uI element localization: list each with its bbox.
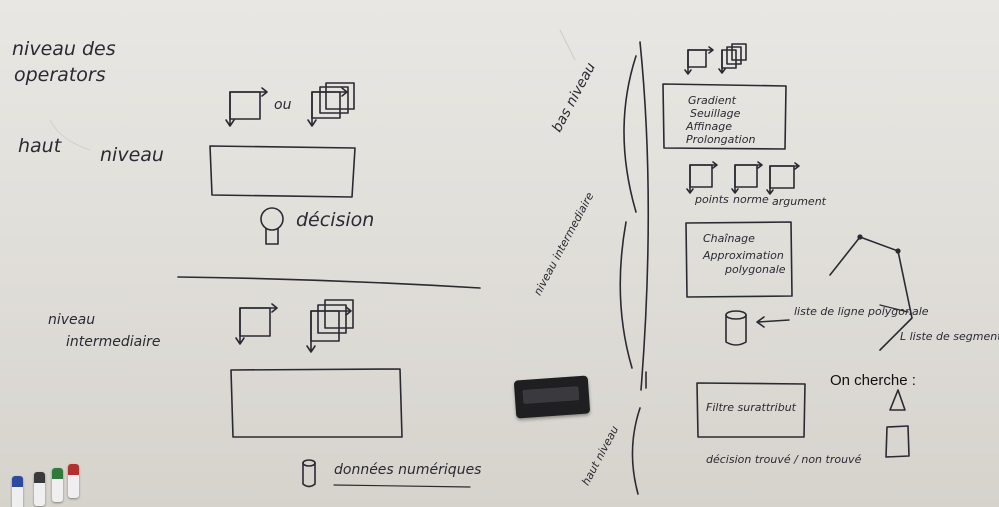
operator-box bbox=[209, 145, 356, 198]
label-ou: ou bbox=[274, 97, 292, 113]
marker bbox=[34, 472, 45, 506]
marker bbox=[12, 476, 23, 507]
label-argument: argument bbox=[772, 195, 826, 208]
step-box bbox=[696, 382, 806, 438]
label-decision: décision bbox=[296, 209, 375, 231]
step-filtre: Filtre surattribut bbox=[706, 401, 796, 414]
bracket-line bbox=[619, 221, 633, 369]
triangle-shape bbox=[889, 389, 906, 411]
bracket-line bbox=[631, 407, 641, 495]
image-stack-icon bbox=[306, 299, 354, 353]
image-stack-icon bbox=[718, 43, 747, 74]
square-shape bbox=[885, 425, 910, 458]
step-box bbox=[662, 83, 787, 150]
marker bbox=[68, 464, 79, 498]
image-icon bbox=[731, 161, 763, 194]
bracket-line bbox=[639, 41, 650, 391]
marker bbox=[52, 468, 63, 502]
label-points: points bbox=[695, 193, 729, 206]
label-liste-lignes: liste de ligne polygonale bbox=[794, 305, 929, 318]
database-icon bbox=[302, 459, 316, 488]
label-decision-trouve: décision trouvé / non trouvé bbox=[706, 453, 862, 466]
step-box bbox=[685, 221, 793, 298]
heading-operators: operators bbox=[14, 64, 106, 86]
bracket-line bbox=[623, 55, 637, 213]
step-gradient: Gradient bbox=[688, 94, 736, 107]
step-seuillage: Seuillage bbox=[690, 107, 741, 120]
label-intermediaire: intermediaire bbox=[66, 334, 161, 350]
label-haut: haut bbox=[18, 135, 62, 157]
label-on-cherche: On cherche : bbox=[830, 372, 916, 389]
heading-niveau: niveau des bbox=[12, 38, 116, 60]
label-norme: norme bbox=[733, 193, 769, 206]
step-prolongation: Prolongation bbox=[686, 133, 756, 146]
label-intermediate-niveau: niveau bbox=[48, 312, 96, 328]
database-icon bbox=[725, 310, 747, 346]
image-icon bbox=[766, 162, 800, 195]
lightbulb-icon bbox=[260, 207, 284, 245]
step-approximation: Approximation bbox=[703, 249, 784, 262]
step-polygonale: polygonale bbox=[725, 263, 786, 276]
divider-line bbox=[177, 276, 481, 289]
label-donnees-numeriques: données numériques bbox=[334, 462, 482, 478]
image-icon bbox=[225, 87, 268, 127]
image-icon bbox=[235, 303, 278, 345]
label-liste-segments: L liste de segment bbox=[900, 330, 999, 343]
image-icon bbox=[686, 161, 718, 194]
step-affinage: Affinage bbox=[686, 120, 732, 133]
image-icon bbox=[684, 46, 714, 75]
step-chainage: Chaînage bbox=[703, 232, 755, 245]
label-haut-niveau: niveau bbox=[100, 144, 164, 166]
arrow bbox=[756, 316, 790, 328]
whiteboard-eraser bbox=[513, 375, 591, 419]
operator-box bbox=[230, 368, 403, 438]
image-stack-icon bbox=[307, 82, 355, 127]
